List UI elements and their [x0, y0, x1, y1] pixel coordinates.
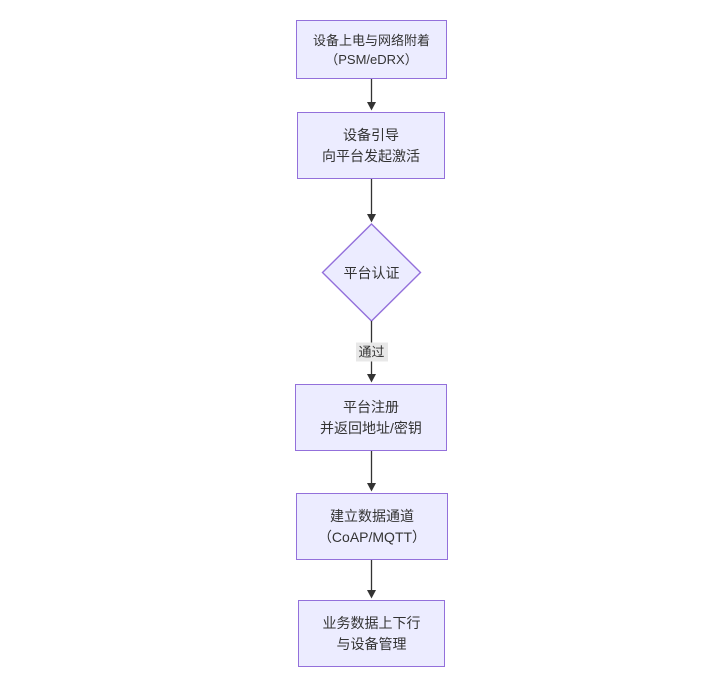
- flow-node-platform-register: 平台注册 并返回地址/密钥: [295, 384, 447, 451]
- node-text-line: 业务数据上下行: [322, 614, 421, 631]
- node-text-line: 平台注册: [343, 398, 399, 415]
- node-text-line: 设备引导: [343, 126, 399, 143]
- arrowhead-icon: [367, 102, 376, 111]
- flow-node-data-channel: 建立数据通道 （CoAP/MQTT）: [296, 493, 448, 560]
- node-text-line: 与设备管理: [336, 635, 407, 652]
- node-text-line: （CoAP/MQTT）: [317, 528, 427, 545]
- arrowhead-icon: [367, 590, 376, 599]
- node-text-line: 平台认证: [343, 264, 400, 281]
- arrowhead-icon: [367, 483, 376, 492]
- flow-node-platform-auth: 平台认证: [322, 224, 421, 321]
- edge-label-pass: 通过: [355, 342, 388, 362]
- arrowhead-icon: [367, 374, 376, 383]
- node-text-line: 建立数据通道: [330, 507, 414, 524]
- flow-node-power-on-attach: 设备上电与网络附着 （PSM/eDRX）: [296, 20, 447, 79]
- arrowhead-icon: [367, 214, 376, 223]
- node-text-line: （PSM/eDRX）: [325, 51, 418, 67]
- flow-node-business-data: 业务数据上下行 与设备管理: [298, 600, 445, 667]
- node-text-line: 并返回地址/密钥: [320, 419, 422, 436]
- node-text-line: 向平台发起激活: [322, 147, 420, 164]
- node-text-line: 设备上电与网络附着: [312, 32, 430, 48]
- flow-node-device-bootstrap: 设备引导 向平台发起激活: [297, 112, 445, 179]
